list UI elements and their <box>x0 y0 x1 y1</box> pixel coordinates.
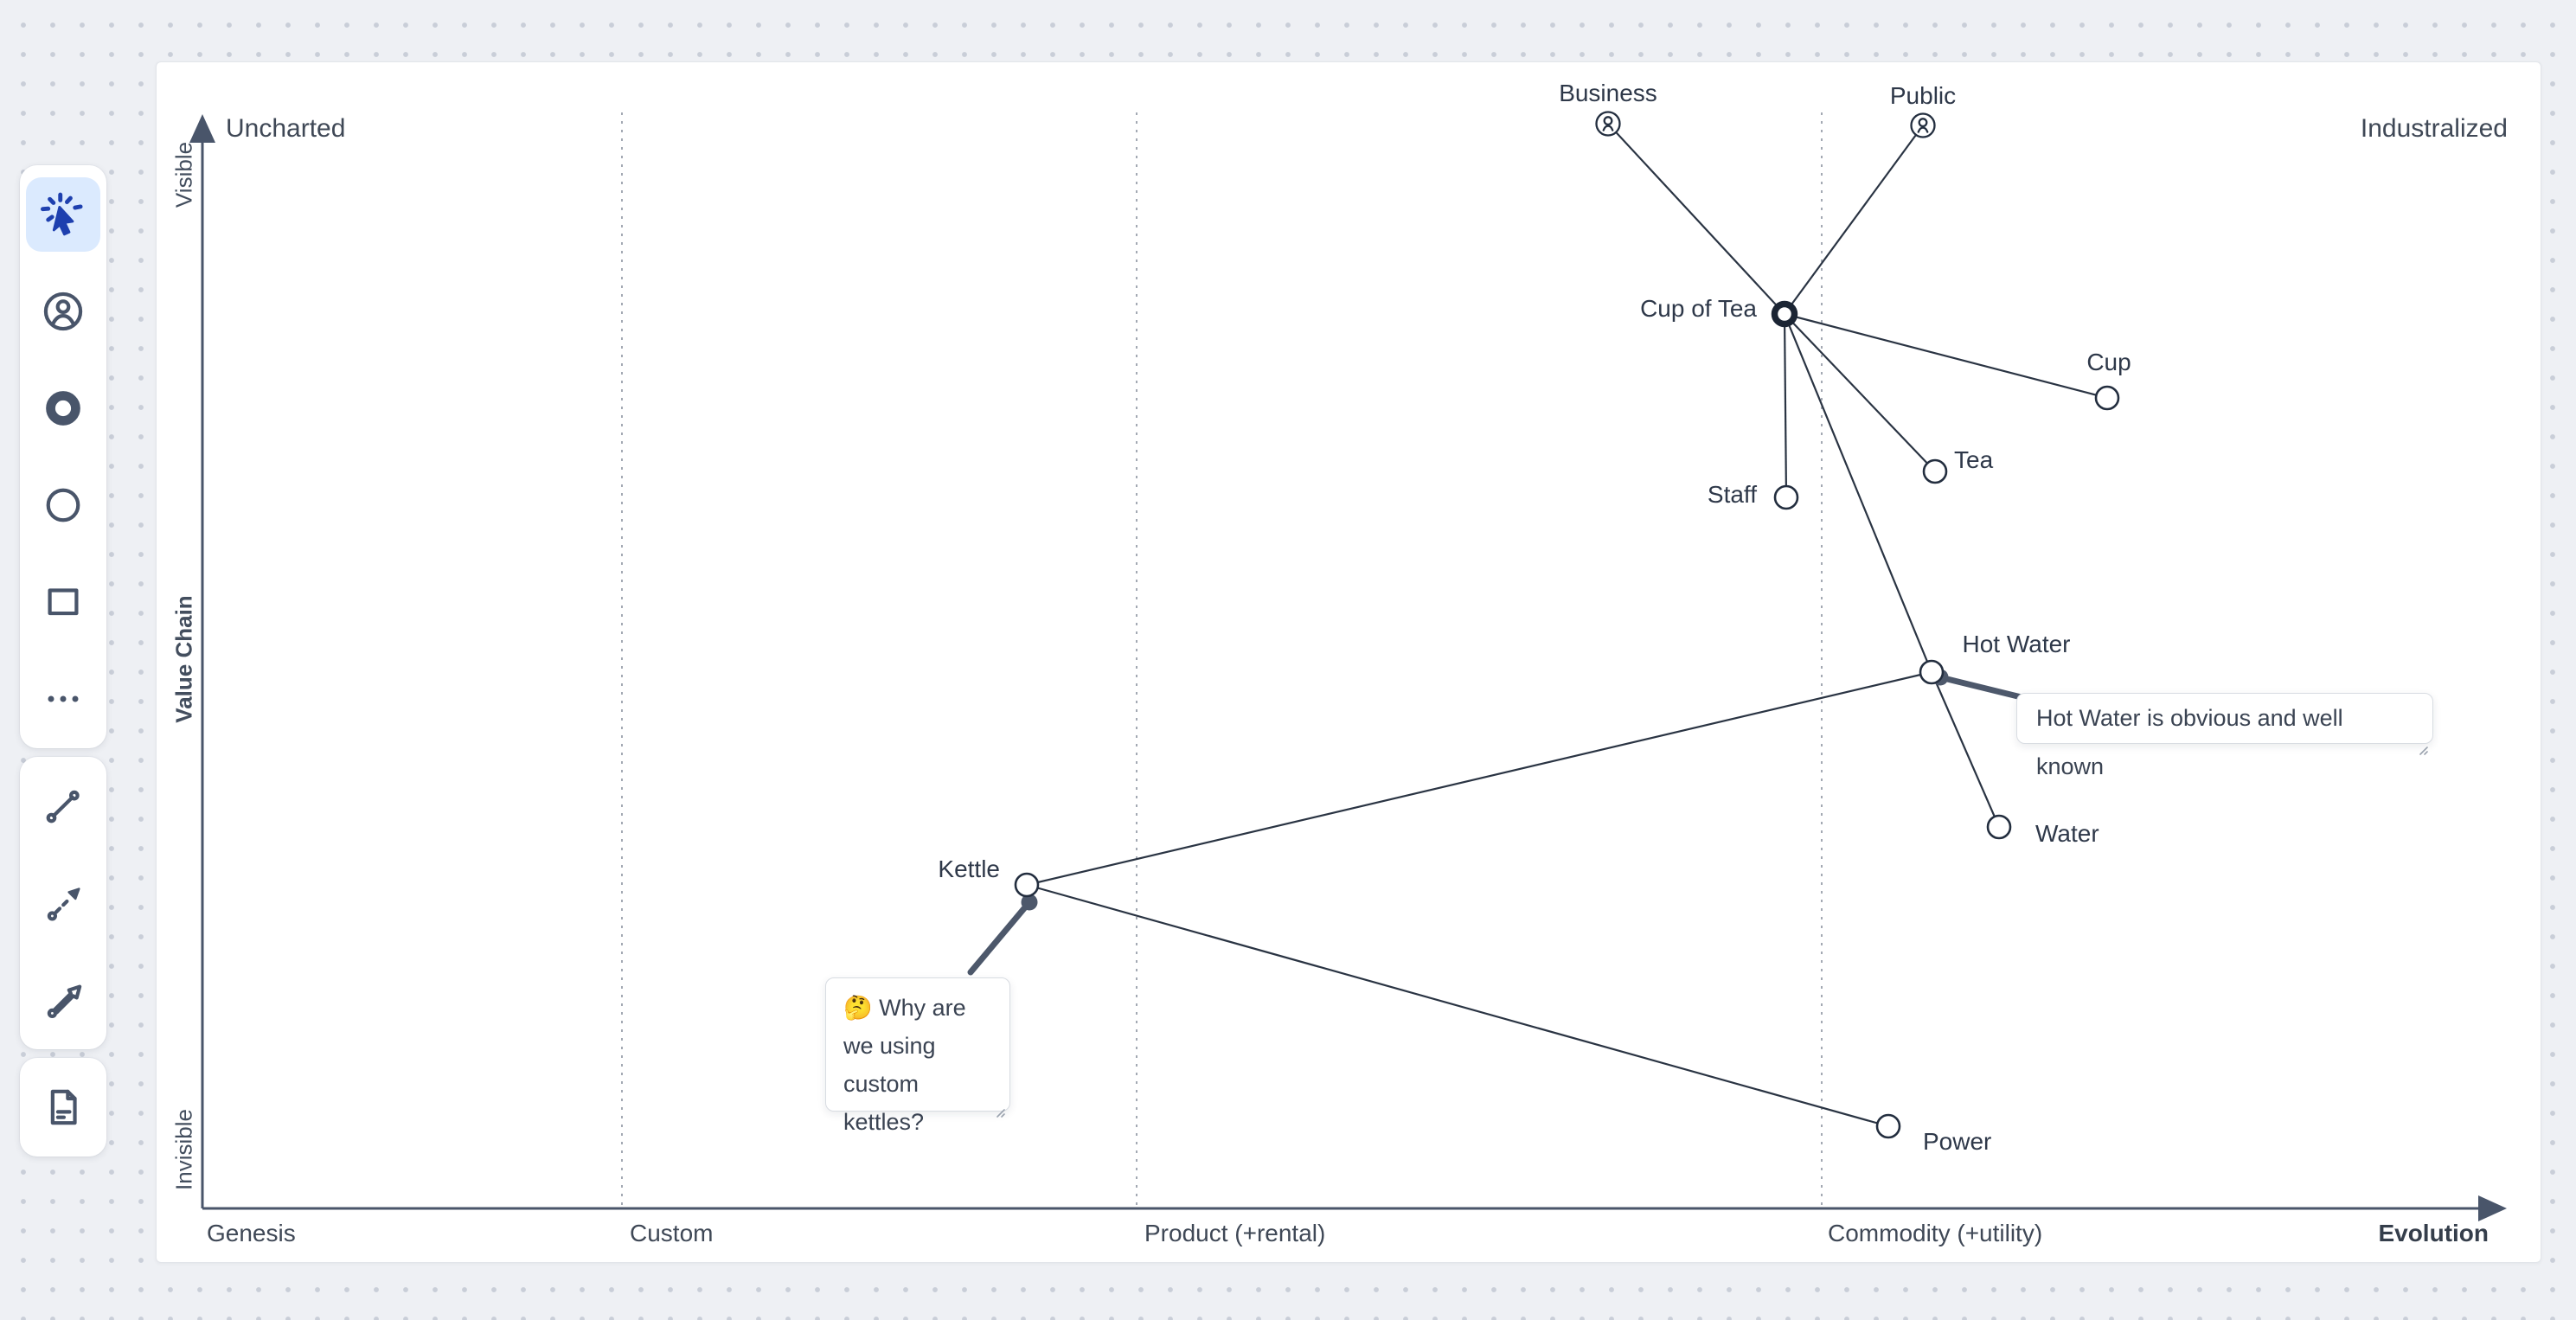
ellipsis-icon <box>48 695 79 702</box>
node-label-cup[interactable]: Cup <box>2086 349 2131 375</box>
node-label-kettle[interactable]: Kettle <box>938 855 1000 882</box>
note-connector-kettle <box>967 894 1038 976</box>
stage-label-custom: Custom <box>630 1220 714 1246</box>
edge-public-cup-of-tea[interactable] <box>1784 125 1924 315</box>
edge-cup-of-tea-hot-water[interactable] <box>1783 313 1933 673</box>
note-hot-water[interactable]: Hot Water is obvious and well known <box>2016 693 2433 779</box>
evolve-arrow-tool-button[interactable] <box>26 866 100 940</box>
note-text: Hot Water is obvious and well known <box>2036 705 2343 779</box>
node-tea[interactable] <box>1922 458 1948 484</box>
stage-label-uncharted: Uncharted <box>226 114 346 143</box>
y-axis-label-visible: Visible <box>170 141 197 208</box>
edge-kettle-hot-water[interactable] <box>1026 670 1932 887</box>
note-connectors <box>967 669 2039 976</box>
tool-palette <box>20 165 106 1157</box>
x-axis-title: Evolution <box>2378 1220 2489 1246</box>
node-label-hot-water[interactable]: Hot Water <box>1962 631 2071 657</box>
stage-label-industralized: Industralized <box>2360 114 2508 143</box>
node-staff[interactable] <box>1773 484 1799 510</box>
y-axis-title: Value Chain <box>170 595 197 723</box>
flow-arrow-tool-button[interactable] <box>26 963 100 1037</box>
stage-label-genesis: Genesis <box>207 1220 296 1246</box>
edge-hot-water-water[interactable] <box>1930 671 2001 828</box>
user-node-tool-button[interactable] <box>26 274 100 349</box>
user-circle-icon <box>43 292 83 331</box>
note-kettle[interactable]: 🤔 Why are we using custom kettles? <box>825 977 1010 1135</box>
edge-cup-of-tea-staff[interactable] <box>1783 313 1788 498</box>
node-kettle[interactable] <box>1014 872 1040 898</box>
node-public[interactable] <box>1910 112 1936 138</box>
axes <box>189 114 2507 1221</box>
select-tool-button[interactable] <box>26 177 100 252</box>
node-label-tea[interactable]: Tea <box>1954 446 1994 473</box>
tool-group-connectors <box>20 757 106 1049</box>
node-label-power[interactable]: Power <box>1923 1128 1992 1155</box>
node-label-staff[interactable]: Staff <box>1707 481 1757 508</box>
node-label-cup-of-tea[interactable]: Cup of Tea <box>1640 295 1757 322</box>
pointer-click-icon <box>40 192 83 236</box>
stage-gridlines <box>621 112 1823 1208</box>
line-link-icon <box>46 790 80 823</box>
node-hot-water[interactable] <box>1919 659 1945 685</box>
note-text: 🤔 Why are we using custom kettles? <box>843 995 966 1135</box>
tool-group-shapes <box>20 165 106 748</box>
filled-node-tool-button[interactable] <box>26 371 100 445</box>
node-power[interactable] <box>1875 1113 1901 1139</box>
box-tool-button[interactable] <box>26 565 100 639</box>
y-axis-label-invisible: Invisible <box>170 1109 197 1190</box>
node-water[interactable] <box>1986 814 2012 840</box>
map-drawing <box>189 111 2507 1221</box>
stage-label-commodity: Commodity (+utility) <box>1828 1220 2043 1246</box>
note-page-icon <box>50 1089 77 1125</box>
note-resize-handle[interactable] <box>991 1093 1007 1118</box>
node-business[interactable] <box>1595 111 1621 137</box>
note-tool-button[interactable] <box>26 1070 100 1144</box>
bold-circle-icon <box>46 391 80 426</box>
node-label-public[interactable]: Public <box>1889 82 1957 109</box>
link-line-tool-button[interactable] <box>26 769 100 843</box>
edge-business-cup-of-tea[interactable] <box>1607 123 1785 315</box>
edge-cup-of-tea-cup[interactable] <box>1784 312 2108 400</box>
node-label-business[interactable]: Business <box>1559 80 1657 106</box>
node-cup-of-tea[interactable] <box>1771 300 1798 328</box>
edges <box>1026 123 2108 1128</box>
node-tool-button[interactable] <box>26 468 100 542</box>
dashed-arrow-icon <box>47 887 80 921</box>
node-label-water[interactable]: Water <box>2035 820 2099 847</box>
square-icon <box>48 588 79 616</box>
note-resize-handle[interactable] <box>2414 725 2430 755</box>
tool-group-notes <box>20 1058 106 1157</box>
circle-icon <box>46 488 80 522</box>
edge-cup-of-tea-tea[interactable] <box>1784 313 1936 472</box>
node-cup[interactable] <box>2094 385 2120 411</box>
map-canvas[interactable]: Uncharted Industralized Visible Value Ch… <box>156 61 2541 1263</box>
hollow-arrow-icon <box>47 984 82 1019</box>
nodes <box>1014 111 2120 1139</box>
more-tools-button[interactable] <box>26 662 100 736</box>
stage-label-product: Product (+rental) <box>1144 1220 1326 1246</box>
edge-kettle-power[interactable] <box>1026 883 1889 1128</box>
